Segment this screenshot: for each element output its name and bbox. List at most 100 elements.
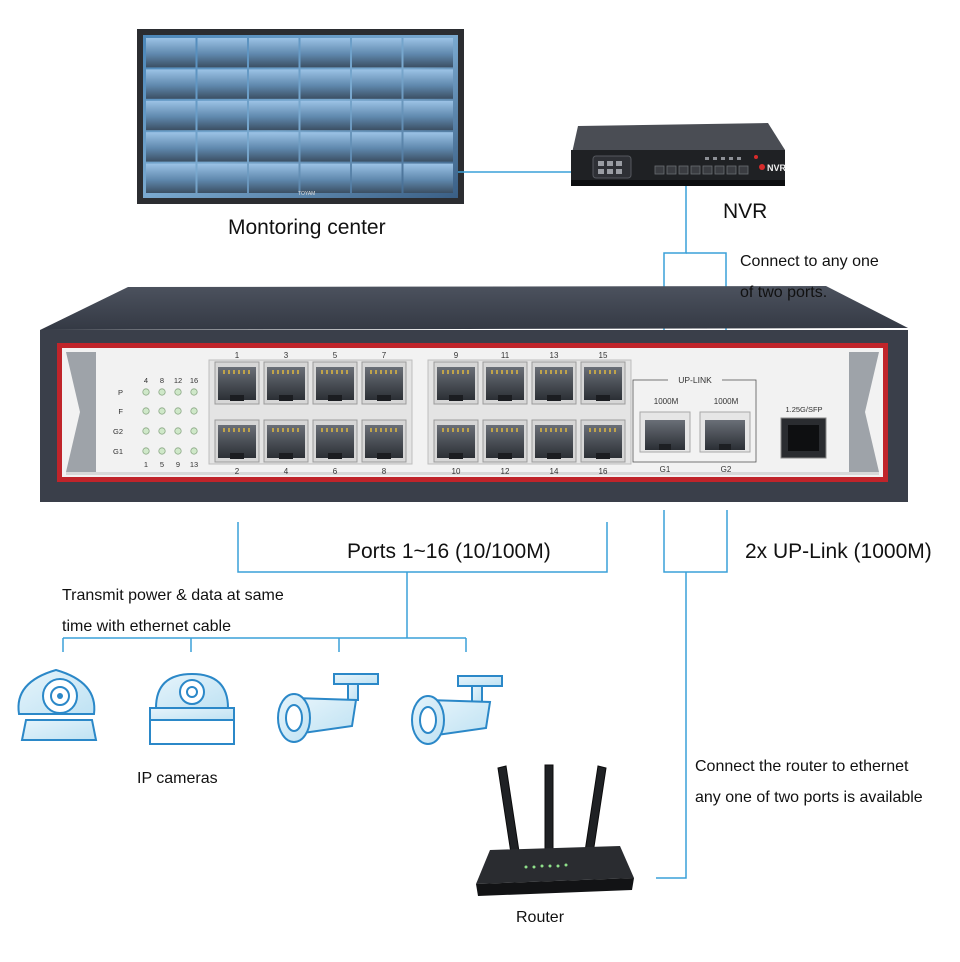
- uplink-port-g1[interactable]: [639, 411, 691, 453]
- rj45-port-7[interactable]: [361, 361, 407, 405]
- monitor-tiles: [146, 38, 453, 193]
- status-led: [158, 427, 166, 435]
- status-led: [142, 388, 150, 396]
- uplink-port-g2[interactable]: [699, 411, 751, 453]
- router-connect-line-1: Connect the router to ethernet: [695, 758, 909, 775]
- port-number-bottom: 4: [284, 467, 289, 476]
- monitor-tile: [300, 100, 350, 131]
- uplink-to-router-line: [656, 572, 687, 879]
- monitor-tile: [352, 69, 402, 99]
- router-label: Router: [516, 909, 565, 926]
- rj45-port-14[interactable]: [531, 419, 577, 463]
- led-row-label: G2: [113, 427, 123, 436]
- status-led: [174, 388, 182, 396]
- ports-bracket-line: [237, 522, 608, 573]
- status-led: [142, 407, 150, 415]
- port-number-bottom: 12: [501, 467, 510, 476]
- rj45-port-4[interactable]: [263, 419, 309, 463]
- uplink-title: UP-LINK: [678, 375, 712, 385]
- led-number-top: 4: [144, 376, 148, 385]
- led-number-bottom: 5: [160, 460, 164, 469]
- monitor-tile: [197, 100, 247, 131]
- port-number-top: 1: [235, 351, 240, 360]
- monitor-tile: [249, 100, 299, 131]
- rj45-port-16[interactable]: [580, 419, 626, 463]
- port-number-bottom: 8: [382, 467, 387, 476]
- sfp-port[interactable]: [780, 417, 827, 459]
- monitor-tile: [300, 132, 350, 162]
- rj45-port-13[interactable]: [531, 361, 577, 405]
- status-led: [174, 407, 182, 415]
- monitoring-center-label: Montoring center: [228, 216, 386, 239]
- rj45-port-11[interactable]: [482, 361, 528, 405]
- monitor-tile: [403, 163, 453, 193]
- rj45-port-2[interactable]: [214, 419, 260, 463]
- monitor-tile: [249, 38, 299, 68]
- monitor-tile: [146, 38, 196, 68]
- status-led: [158, 388, 166, 396]
- monitor-tile: [403, 132, 453, 162]
- monitor-brand: TOYAM: [298, 191, 315, 197]
- rj45-port-12[interactable]: [482, 419, 528, 463]
- rj45-port-6[interactable]: [312, 419, 358, 463]
- rj45-port-10[interactable]: [433, 419, 479, 463]
- monitor-tile: [197, 69, 247, 99]
- router-connect-line-2: any one of two ports is available: [695, 789, 923, 806]
- rj45-port-1[interactable]: [214, 361, 260, 405]
- rj45-port-8[interactable]: [361, 419, 407, 463]
- led-number-top: 16: [190, 376, 198, 385]
- rj45-port-9[interactable]: [433, 361, 479, 405]
- transmit-line-2: time with ethernet cable: [62, 618, 231, 635]
- connect-any-line-2: of two ports.: [740, 284, 828, 301]
- port-number-top: 3: [284, 351, 289, 360]
- monitor-tile: [249, 163, 299, 193]
- uplink-bracket-line: [663, 510, 728, 573]
- monitor-tile: [352, 38, 402, 68]
- status-led: [142, 447, 150, 455]
- monitor-tile: [249, 132, 299, 162]
- uplink-port-g1-label: G1: [660, 465, 671, 474]
- monitor-wall-icon: TOYAM: [137, 29, 464, 204]
- status-led: [158, 447, 166, 455]
- monitor-tile: [352, 132, 402, 162]
- monitor-tile: [146, 100, 196, 131]
- port-number-bottom: 14: [550, 467, 559, 476]
- monitor-tile: [300, 38, 350, 68]
- monitor-tile: [197, 163, 247, 193]
- rj45-ports: [214, 361, 626, 463]
- port-number-bottom: 6: [333, 467, 338, 476]
- monitor-tile: [146, 132, 196, 162]
- port-number-bottom: 2: [235, 467, 240, 476]
- dome-camera-icon: [149, 672, 235, 745]
- uplink-summary-label: 2x UP-Link (1000M): [745, 540, 932, 563]
- led-row-label: G1: [113, 447, 123, 456]
- rj45-port-15[interactable]: [580, 361, 626, 405]
- bullet-camera-icon: [277, 673, 379, 743]
- led-number-bottom: 1: [144, 460, 148, 469]
- status-led: [190, 447, 198, 455]
- monitor-tile: [403, 38, 453, 68]
- rj45-port-3[interactable]: [263, 361, 309, 405]
- uplink-speed-2: 1000M: [714, 397, 739, 406]
- status-led: [158, 407, 166, 415]
- bullet-camera-icon: [411, 675, 503, 745]
- status-led: [174, 427, 182, 435]
- nvr-badge: NVR: [767, 163, 787, 173]
- connector-lines: [62, 171, 728, 879]
- transmit-line-1: Transmit power & data at same: [62, 587, 284, 604]
- nvr-device-icon: NVR: [571, 123, 787, 186]
- status-led: [190, 427, 198, 435]
- port-number-top: 9: [454, 351, 459, 360]
- monitor-tile: [146, 69, 196, 99]
- rj45-port-5[interactable]: [312, 361, 358, 405]
- monitor-tile: [249, 69, 299, 99]
- port-number-top: 13: [550, 351, 559, 360]
- nvr-label: NVR: [723, 200, 768, 223]
- monitor-tile: [403, 69, 453, 99]
- monitor-tile: [197, 38, 247, 68]
- status-led: [174, 447, 182, 455]
- monitor-tile: [300, 69, 350, 99]
